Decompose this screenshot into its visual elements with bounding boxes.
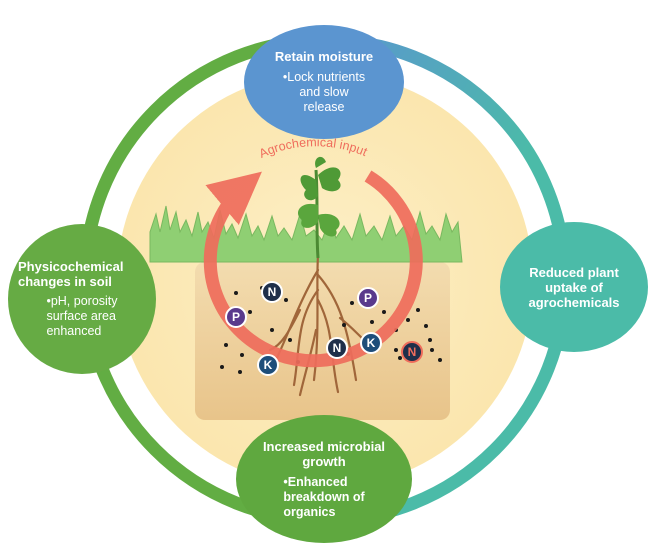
node-detail-line: •pH, porosity (46, 294, 118, 308)
svg-text:N: N (333, 341, 342, 355)
particle-potassium: K (360, 332, 382, 354)
svg-text:N: N (408, 345, 417, 359)
node-microbial-growth: Increased microbial growth •Enhanced bre… (236, 415, 412, 543)
node-detail-line: •Lock nutrients (282, 70, 366, 84)
grass-band (149, 205, 463, 263)
node-physicochemical-changes: Physicochemical changes in soil •pH, por… (8, 224, 156, 374)
svg-text:N: N (268, 285, 277, 299)
particle-nitrogen-highlighted: N (401, 341, 423, 363)
node-detail: •pH, porosity surface area enhanced (46, 294, 117, 339)
particle-phosphorus: P (357, 287, 379, 309)
node-detail-line: surface area (46, 309, 116, 323)
node-retain-moisture: Retain moisture •Lock nutrients and slow… (244, 25, 404, 139)
particle-nitrogen: N (326, 337, 348, 359)
node-detail-line: organics (283, 504, 336, 519)
node-title: Retain moisture (274, 49, 374, 64)
particle-nitrogen: N (261, 281, 283, 303)
particle-phosphorus: P (225, 306, 247, 328)
node-detail: •Lock nutrients and slow release (283, 70, 365, 115)
svg-text:P: P (232, 310, 240, 324)
svg-text:K: K (367, 336, 376, 350)
node-detail: •Enhanced breakdown of organics (283, 475, 364, 520)
node-detail-line: and slow (299, 85, 349, 99)
node-detail-line: release (303, 100, 345, 114)
node-detail-line: •Enhanced (283, 474, 348, 489)
node-reduced-uptake: Reduced plant uptake of agrochemicals (500, 222, 648, 352)
particle-potassium: K (257, 354, 279, 376)
svg-text:K: K (264, 358, 273, 372)
soil-block (195, 262, 450, 420)
plant-shoot (297, 156, 341, 259)
node-detail-line: breakdown of (283, 489, 365, 504)
node-detail-line: enhanced (46, 324, 102, 338)
node-title: Reduced plant uptake of agrochemicals (528, 264, 620, 310)
cycle-arrow (203, 170, 423, 368)
node-title: Increased microbial growth (262, 438, 386, 469)
svg-text:P: P (364, 291, 372, 305)
node-title: Physicochemical changes in soil (18, 259, 124, 289)
